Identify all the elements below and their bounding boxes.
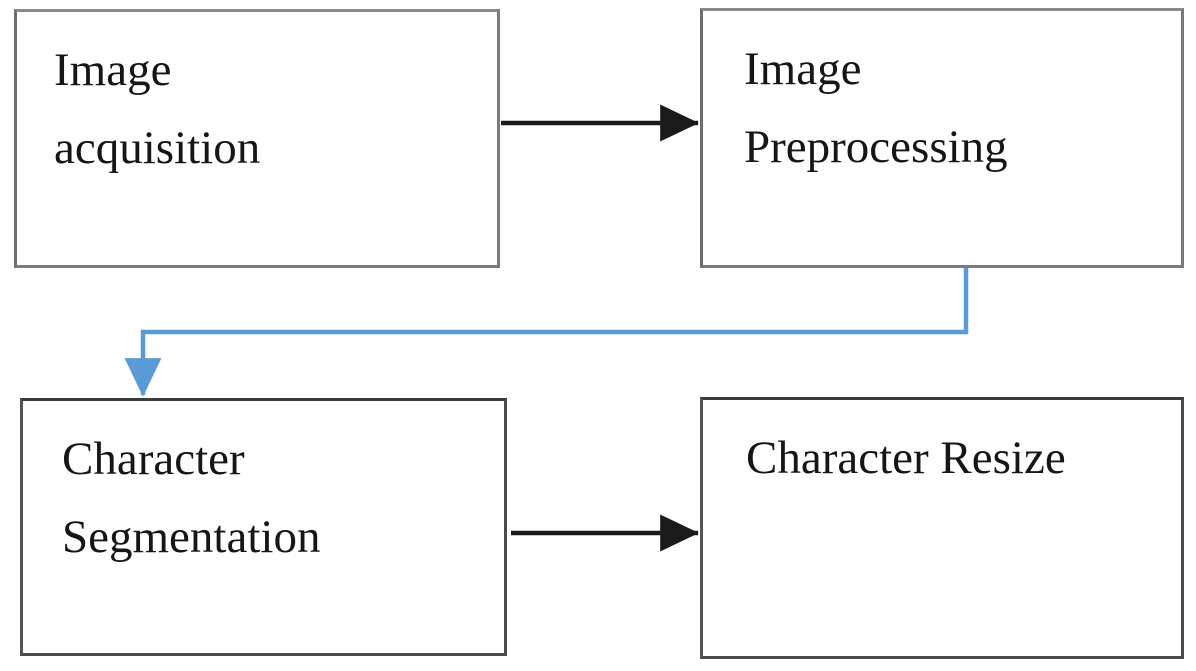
node-character-resize[interactable] (700, 397, 1184, 659)
node-label-image-acquisition: Image acquisition (54, 44, 261, 174)
node-label-character-resize: Character Resize (746, 432, 1066, 484)
node-label-image-preprocessing: Image Preprocessing (744, 43, 1008, 173)
node-image-preprocessing[interactable] (700, 8, 1184, 268)
node-character-segmentation[interactable] (20, 398, 507, 656)
node-label-character-segmentation: Character Segmentation (62, 433, 321, 563)
node-image-acquisition[interactable] (14, 9, 500, 268)
connector-preprocessing-to-segmentation (124, 268, 969, 397)
